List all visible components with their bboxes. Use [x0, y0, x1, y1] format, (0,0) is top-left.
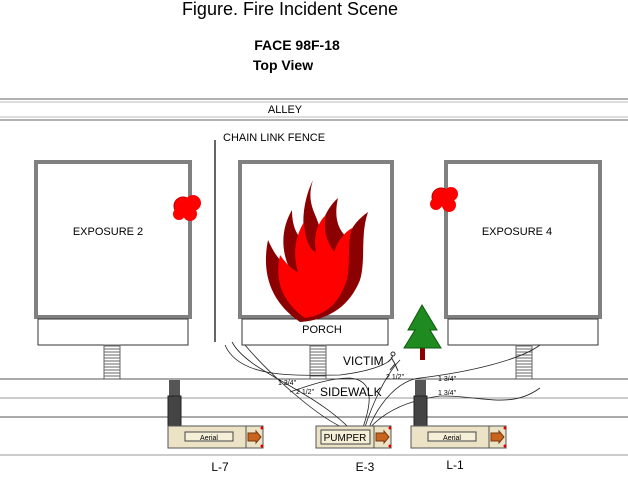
porch-label: PORCH [302, 324, 342, 336]
fire-exposure-4-icon [430, 187, 458, 212]
view-label: Top View [253, 57, 313, 73]
exposure-2-label: EXPOSURE 2 [73, 226, 143, 238]
fire-exposure-2-icon [173, 195, 201, 221]
unit-label-l7: L-7 [211, 460, 229, 474]
truck-l7-body-label: Aerial [200, 435, 218, 442]
aerial-ladder-l7 [167, 380, 182, 427]
fence-label: CHAIN LINK FENCE [223, 132, 325, 144]
steps-fire-house [309, 344, 327, 380]
sidewalk [0, 378, 628, 456]
hose-label: 1 3/4" [278, 380, 297, 387]
truck-l1-body-label: Aerial [443, 435, 461, 442]
figure-title: Figure. Fire Incident Scene [182, 0, 398, 19]
hose-lines [224, 341, 541, 441]
aerial-ladder-l1 [413, 380, 428, 427]
steps-exposure-4 [515, 344, 533, 380]
victim-label: VICTIM [343, 354, 384, 368]
truck-l7 [167, 425, 264, 449]
hose-label: 2 1/2" [386, 374, 405, 381]
exposure-4-label: EXPOSURE 4 [482, 226, 552, 238]
truck-l1 [410, 425, 507, 449]
alley-label: ALLEY [268, 104, 303, 116]
unit-label-e3: E-3 [356, 460, 375, 474]
unit-label-l1: L-1 [446, 458, 464, 472]
hose-label: 1 3/4" [438, 376, 457, 383]
fire-icon [265, 180, 368, 322]
tree-icon [403, 304, 442, 360]
hose-label: 1 3/4" [438, 390, 457, 397]
case-number: FACE 98F-18 [254, 37, 340, 53]
exposure-4-house [444, 160, 602, 346]
hose-label: 2 1/2" [296, 389, 315, 396]
exposure-2-house [34, 160, 192, 346]
alley [0, 98, 628, 121]
sidewalk-label: SIDEWALK [320, 385, 382, 399]
truck-e3-body-label: PUMPER [324, 433, 367, 444]
truck-e3 [315, 425, 392, 449]
steps-exposure-2 [103, 344, 121, 380]
